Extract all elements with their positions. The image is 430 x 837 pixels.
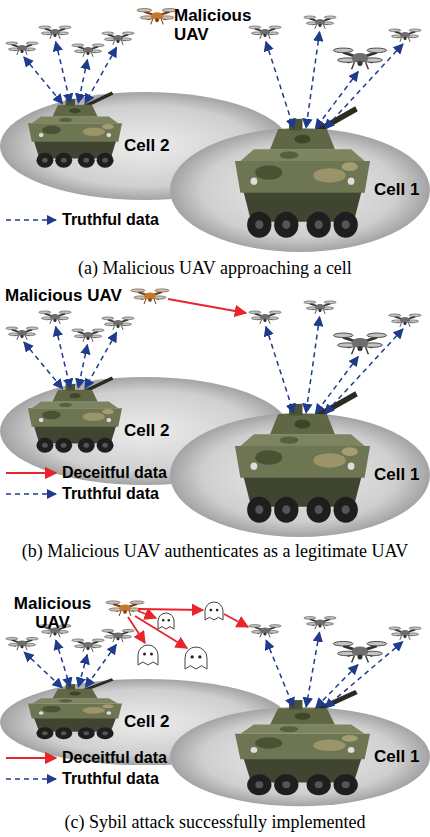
ghost-identity: [205, 602, 223, 620]
uav-label: Malicious UAV: [5, 594, 100, 632]
cell-label: Cell 1: [374, 180, 419, 200]
uav-icon: [333, 333, 386, 354]
truthful-arrow: [24, 57, 63, 104]
uav-icon: [72, 329, 104, 342]
uav-icon: [6, 327, 38, 340]
legend-label: Truthful data: [62, 769, 159, 789]
malicious-uav-icon: [131, 289, 169, 304]
malicious-uav-icon: [137, 9, 177, 25]
deceitful-arrow: [168, 299, 246, 313]
ghost-identity: [185, 647, 207, 669]
truthful-arrow: [306, 32, 320, 128]
truthful-arrow: [266, 640, 293, 707]
legend-label: Deceitful data: [62, 748, 167, 768]
uav-label: Malicious UAV: [174, 6, 259, 44]
truthful-arrow: [78, 655, 87, 687]
deceitful-arrow: [135, 616, 187, 648]
uav-icon: [72, 44, 104, 57]
uav-icon: [304, 301, 336, 314]
truthful-arrow: [78, 345, 87, 388]
legend-sample: [6, 778, 56, 780]
uav-icon: [333, 641, 386, 662]
deceitful-arrow: [138, 611, 156, 618]
uav-icon: [102, 32, 134, 45]
truthful-arrow: [24, 652, 62, 688]
uav-icon: [72, 639, 104, 652]
truthful-arrow: [24, 342, 63, 389]
legend-label: Deceitful data: [62, 463, 167, 483]
subfigure-caption: (a) Malicious UAV approaching a cell: [10, 257, 420, 279]
legend-sample: [6, 219, 56, 221]
legend-sample: [6, 472, 56, 474]
cell-label: Cell 2: [124, 712, 169, 732]
truthful-arrow: [78, 60, 87, 103]
uav-label: Malicious UAV: [5, 286, 122, 305]
uav-icon: [39, 311, 71, 324]
ghost-identity: [138, 645, 158, 665]
truthful-arrow: [56, 327, 71, 388]
truthful-arrow: [266, 327, 294, 413]
truthful-arrow: [316, 665, 358, 708]
deceitful-arrow: [224, 614, 248, 627]
legend-sample: [6, 757, 56, 759]
uav-icon: [249, 625, 281, 638]
cell-label: Cell 1: [374, 747, 419, 767]
truthful-arrow: [306, 317, 320, 413]
truthful-arrow: [56, 640, 70, 687]
deceitful-arrow: [138, 609, 203, 610]
uav-icon: [102, 629, 134, 642]
ghost-identity: [158, 613, 174, 629]
uav-icon: [249, 26, 281, 39]
uav-icon: [389, 314, 421, 327]
subfigure-caption: (b) Malicious UAV authenticates as a leg…: [10, 540, 420, 562]
uav-icon: [6, 637, 38, 650]
legend-label: Truthful data: [62, 484, 159, 504]
uav-icon: [333, 48, 386, 69]
truthful-arrow: [325, 44, 403, 129]
truthful-arrow: [306, 632, 319, 706]
uav-icon: [304, 617, 336, 630]
subfigure-caption: (c) Sybil attack successfully implemente…: [10, 811, 420, 833]
cell-label: Cell 2: [124, 136, 169, 156]
uav-icon: [304, 16, 336, 29]
uav-icon: [102, 317, 134, 330]
uav-icon: [389, 29, 421, 42]
legend-sample: [6, 493, 56, 495]
cell-label: Cell 2: [124, 421, 169, 441]
cell-label: Cell 1: [374, 465, 419, 485]
legend-label: Truthful data: [62, 210, 159, 230]
truthful-arrow: [325, 329, 403, 414]
truthful-arrow: [325, 642, 403, 708]
uav-icon: [389, 627, 421, 640]
truthful-arrow: [56, 42, 71, 103]
uav-icon: [39, 26, 71, 39]
truthful-arrow: [266, 42, 294, 128]
uav-icon: [249, 311, 281, 324]
uav-icon: [6, 42, 38, 55]
